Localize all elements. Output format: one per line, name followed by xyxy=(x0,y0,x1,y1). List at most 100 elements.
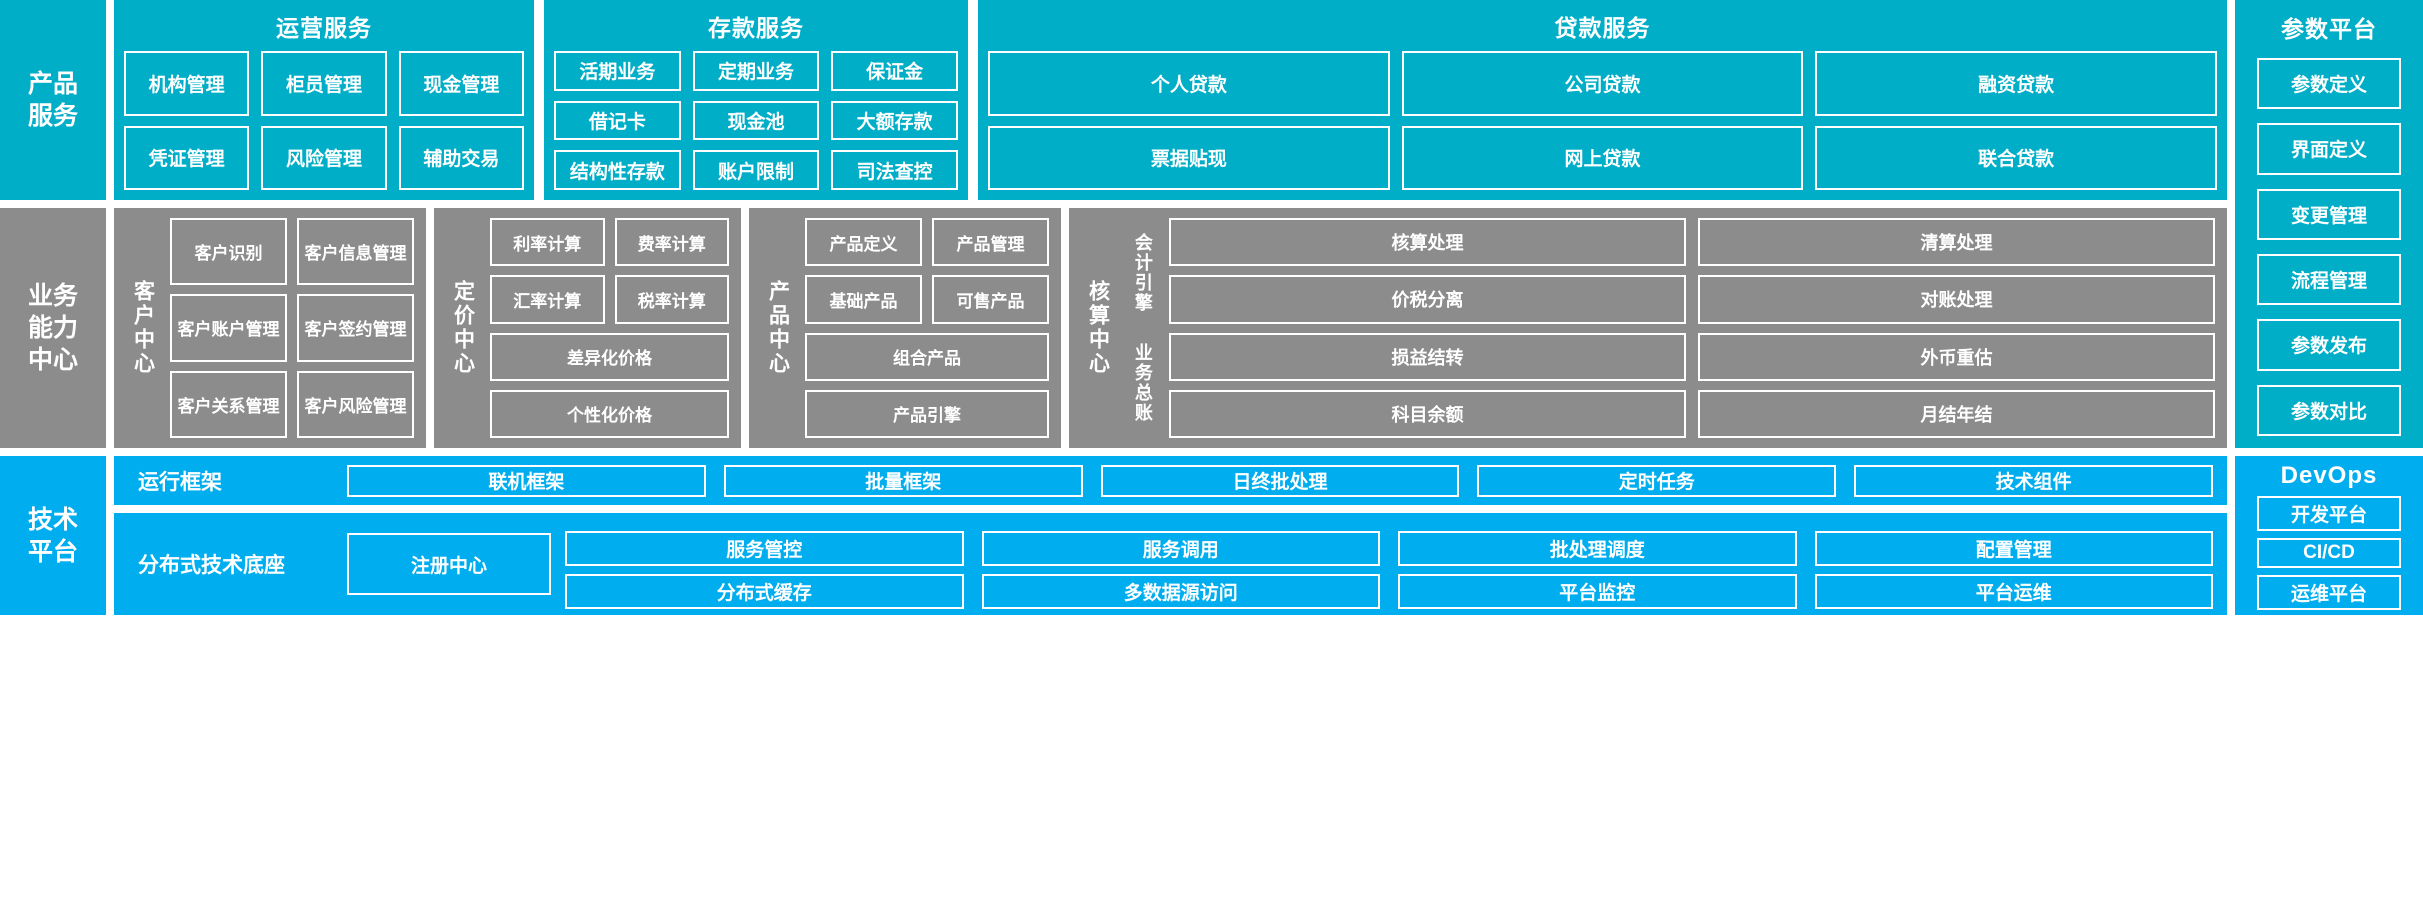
tile-financing-loan[interactable]: 融资贷款 xyxy=(1815,51,2217,116)
tile-product-management[interactable]: 产品管理 xyxy=(932,218,1049,267)
tile-cash-management[interactable]: 现金管理 xyxy=(398,51,524,116)
tech-platform-stack: 运行框架 联机框架 批量框架 日终批处理 定时任务 技术组件 分布式技术底座 注… xyxy=(114,456,2227,615)
tile-teller-management[interactable]: 柜员管理 xyxy=(261,51,387,116)
tile-month-year-end-closing[interactable]: 月结年结 xyxy=(1698,389,2215,438)
tile-composite-product[interactable]: 组合产品 xyxy=(805,332,1049,381)
center-label-product: 产品中心 xyxy=(766,280,790,376)
sub-label-accounting-engine: 会计引擎 xyxy=(1132,233,1153,313)
center-product: 产品中心 产品定义 产品管理 基础产品 可售产品 组合产品 产品引擎 xyxy=(749,208,1061,448)
tile-price-tax-separation[interactable]: 价税分离 xyxy=(1169,275,1686,324)
strip-run-framework: 运行框架 联机框架 批量框架 日终批处理 定时任务 技术组件 xyxy=(114,456,2227,505)
sub-label-business-ledger: 业务总账 xyxy=(1132,343,1153,423)
center-label-customer: 客户中心 xyxy=(131,280,155,376)
tile-foreign-currency-revaluation[interactable]: 外币重估 xyxy=(1698,332,2215,381)
tile-parameter-publish[interactable]: 参数发布 xyxy=(2257,319,2401,371)
tile-customer-contract-mgmt[interactable]: 客户签约管理 xyxy=(297,294,414,362)
tile-differential-pricing[interactable]: 差异化价格 xyxy=(490,332,729,381)
tile-customer-account-mgmt[interactable]: 客户账户管理 xyxy=(170,294,287,362)
business-capability-row: 业务能力中心 客户中心 客户识别 客户信息管理 客户账户管理 客户签约管理 客户… xyxy=(0,208,2423,448)
tile-cash-pool[interactable]: 现金池 xyxy=(692,100,820,141)
tile-product-definition[interactable]: 产品定义 xyxy=(805,218,922,267)
tile-interface-definition[interactable]: 界面定义 xyxy=(2257,123,2401,175)
tile-org-management[interactable]: 机构管理 xyxy=(124,51,250,116)
distributed-base-tiles: 服务管控 服务调用 批处理调度 配置管理 分布式缓存 多数据源访问 平台监控 平… xyxy=(565,531,2213,609)
group-loan-service: 贷款服务 个人贷款 公司贷款 融资贷款 票据贴现 网上贷款 联合贷款 xyxy=(978,0,2227,200)
tile-account-balance[interactable]: 科目余额 xyxy=(1169,389,1686,438)
tile-configuration-mgmt[interactable]: 配置管理 xyxy=(1814,531,2213,566)
tile-syndicated-loan[interactable]: 联合贷款 xyxy=(1815,125,2217,190)
operations-service-tiles: 机构管理 柜员管理 现金管理 凭证管理 风险管理 辅助交易 xyxy=(124,51,524,190)
tile-large-deposit[interactable]: 大额存款 xyxy=(831,100,958,141)
tile-basic-product[interactable]: 基础产品 xyxy=(805,275,922,324)
tile-online-loan[interactable]: 网上贷款 xyxy=(1401,125,1804,190)
tile-judicial-inquiry[interactable]: 司法查控 xyxy=(831,150,958,190)
tile-parameter-compare[interactable]: 参数对比 xyxy=(2257,384,2401,436)
center-label-pricing: 定价中心 xyxy=(451,280,475,376)
tile-margin-deposit[interactable]: 保证金 xyxy=(831,51,958,91)
tile-multi-datasource-access[interactable]: 多数据源访问 xyxy=(981,574,1380,609)
tile-customer-risk-mgmt[interactable]: 客户风险管理 xyxy=(297,370,414,438)
tile-process-management[interactable]: 流程管理 xyxy=(2257,253,2401,306)
tile-exchange-rate-calc[interactable]: 汇率计算 xyxy=(490,275,605,324)
tile-sellable-product[interactable]: 可售产品 xyxy=(932,275,1049,324)
tile-service-governance[interactable]: 服务管控 xyxy=(565,531,964,566)
tile-interest-rate-calc[interactable]: 利率计算 xyxy=(490,218,605,267)
tile-platform-monitoring[interactable]: 平台监控 xyxy=(1398,574,1797,609)
group-title-deposit-service: 存款服务 xyxy=(708,15,804,41)
tile-ci-cd[interactable]: CI/CD xyxy=(2257,538,2401,568)
tech-platform-row: 技术平台 运行框架 联机框架 批量框架 日终批处理 定时任务 技术组件 分布式技… xyxy=(0,456,2423,615)
tile-voucher-management[interactable]: 凭证管理 xyxy=(124,125,250,190)
tile-batch-scheduling[interactable]: 批处理调度 xyxy=(1398,531,1797,566)
business-capability-groups: 客户中心 客户识别 客户信息管理 客户账户管理 客户签约管理 客户关系管理 客户… xyxy=(114,208,2227,448)
tile-reconciliation[interactable]: 对账处理 xyxy=(1698,275,2215,324)
accounting-center-tiles: 核算处理 清算处理 价税分离 对账处理 损益结转 外币重估 科目余额 月结年结 xyxy=(1169,218,2215,438)
tile-service-invocation[interactable]: 服务调用 xyxy=(981,531,1380,566)
tile-customer-identification[interactable]: 客户识别 xyxy=(170,218,287,286)
tile-change-management[interactable]: 变更管理 xyxy=(2257,188,2401,240)
tile-personal-loan[interactable]: 个人贷款 xyxy=(988,51,1390,116)
tile-debit-card[interactable]: 借记卡 xyxy=(554,100,681,141)
tile-scheduled-task[interactable]: 定时任务 xyxy=(1477,464,1837,497)
group-title-loan-service: 贷款服务 xyxy=(1554,15,1651,41)
tile-profit-loss-carryover[interactable]: 损益结转 xyxy=(1169,332,1686,381)
tile-demand-business[interactable]: 活期业务 xyxy=(554,51,681,91)
tile-fee-rate-calc[interactable]: 费率计算 xyxy=(614,218,729,267)
tile-personalized-pricing[interactable]: 个性化价格 xyxy=(490,389,729,438)
tile-parameter-definition[interactable]: 参数定义 xyxy=(2257,58,2401,110)
accounting-center-body: 会计引擎 业务总账 核算处理 清算处理 价税分离 对账处理 损益结转 外币重估 … xyxy=(1125,218,2215,438)
tile-tax-rate-calc[interactable]: 税率计算 xyxy=(614,275,729,324)
tile-risk-management[interactable]: 风险管理 xyxy=(261,125,387,190)
center-customer: 客户中心 客户识别 客户信息管理 客户账户管理 客户签约管理 客户关系管理 客户… xyxy=(114,208,426,448)
tile-bill-discount[interactable]: 票据贴现 xyxy=(988,125,1390,190)
strip-label-distributed-base: 分布式技术底座 xyxy=(138,554,285,577)
tile-platform-operations[interactable]: 平台运维 xyxy=(1814,574,2213,609)
tile-product-engine[interactable]: 产品引擎 xyxy=(805,389,1049,438)
product-service-row: 产品服务 运营服务 机构管理 柜员管理 现金管理 凭证管理 风险管理 辅助交易 … xyxy=(0,0,2423,448)
tile-customer-relation-mgmt[interactable]: 客户关系管理 xyxy=(170,370,287,438)
tile-auxiliary-transaction[interactable]: 辅助交易 xyxy=(398,125,524,190)
tile-dev-platform[interactable]: 开发平台 xyxy=(2257,496,2401,531)
tile-settlement-processing[interactable]: 清算处理 xyxy=(1698,218,2215,267)
tile-batch-framework[interactable]: 批量框架 xyxy=(723,464,1083,497)
rail-devops: DevOps 开发平台 CI/CD 运维平台 xyxy=(2235,456,2423,615)
tile-ops-platform[interactable]: 运维平台 xyxy=(2257,575,2401,610)
tile-technical-component[interactable]: 技术组件 xyxy=(1854,464,2213,497)
tile-accounting-processing[interactable]: 核算处理 xyxy=(1169,218,1686,267)
tile-account-restriction[interactable]: 账户限制 xyxy=(692,150,820,190)
tile-customer-info-mgmt[interactable]: 客户信息管理 xyxy=(297,218,414,286)
product-center-tiles: 产品定义 产品管理 基础产品 可售产品 组合产品 产品引擎 xyxy=(805,218,1049,438)
tile-distributed-cache[interactable]: 分布式缓存 xyxy=(565,574,964,609)
center-accounting: 核算中心 会计引擎 业务总账 核算处理 清算处理 价税分离 对账处理 损益结转 … xyxy=(1069,208,2227,448)
tile-registry-center[interactable]: 注册中心 xyxy=(347,533,551,595)
tile-online-framework[interactable]: 联机框架 xyxy=(347,464,706,497)
center-pricing: 定价中心 利率计算 费率计算 汇率计算 税率计算 差异化价格 个性化价格 xyxy=(434,208,741,448)
center-label-accounting: 核算中心 xyxy=(1086,280,1110,376)
tile-structured-deposit[interactable]: 结构性存款 xyxy=(554,150,681,190)
deposit-service-tiles: 活期业务 定期业务 保证金 借记卡 现金池 大额存款 结构性存款 账户限制 司法… xyxy=(554,51,958,190)
customer-center-tiles: 客户识别 客户信息管理 客户账户管理 客户签约管理 客户关系管理 客户风险管理 xyxy=(170,218,414,438)
tile-time-business[interactable]: 定期业务 xyxy=(692,51,820,91)
devops-items: 开发平台 CI/CD 运维平台 xyxy=(2257,496,2401,610)
tile-corporate-loan[interactable]: 公司贷款 xyxy=(1401,51,1804,116)
tile-eod-batch-process[interactable]: 日终批处理 xyxy=(1100,464,1460,497)
